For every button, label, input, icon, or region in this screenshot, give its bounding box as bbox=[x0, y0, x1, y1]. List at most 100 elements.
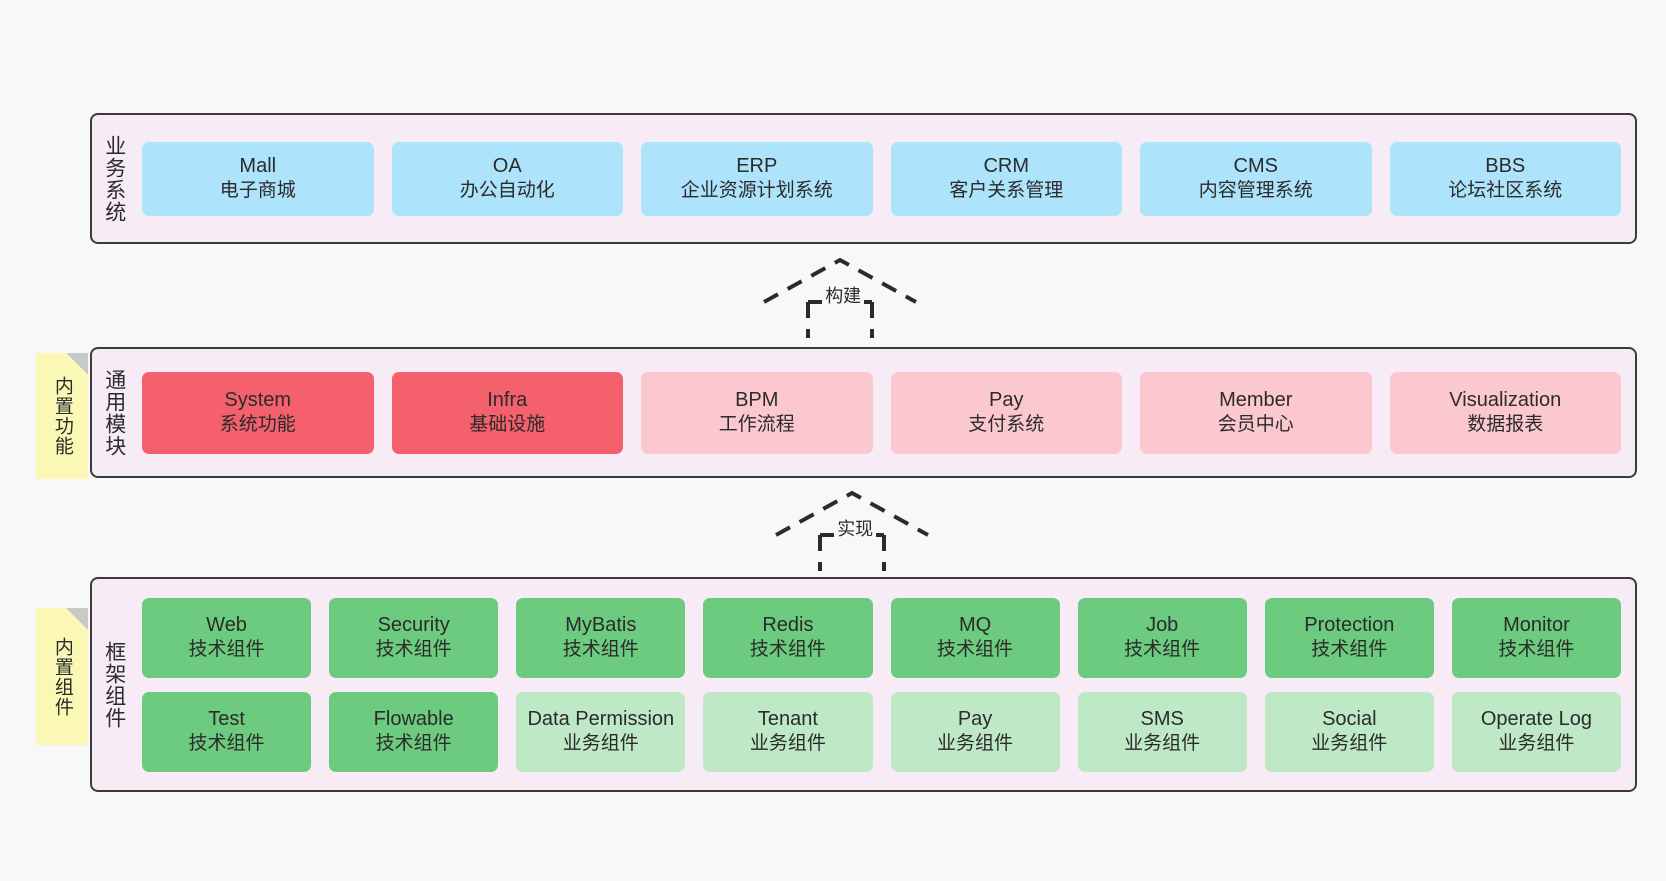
node-infra[interactable]: Infra 基础设施 bbox=[391, 371, 623, 454]
node-subtitle: 技术组件 bbox=[188, 733, 265, 755]
node-monitor[interactable]: Monitor 技术组件 bbox=[1451, 597, 1621, 678]
node-protection[interactable]: Protection 技术组件 bbox=[1264, 597, 1434, 678]
layer-body-business: Mall 电子商城 OA 办公自动化 ERP 企业资源计划系统 CRM 客户关系… bbox=[136, 115, 1635, 242]
node-subtitle: 技术组件 bbox=[562, 639, 639, 661]
layer-title-business: 业务系统 bbox=[102, 134, 126, 223]
node-title: Tenant bbox=[757, 707, 818, 730]
node-subtitle: 系统功能 bbox=[219, 414, 296, 436]
node-subtitle: 工作流程 bbox=[718, 414, 795, 436]
note-builtin-components: 内置组件 bbox=[36, 608, 88, 745]
node-tenant[interactable]: Tenant 业务组件 bbox=[703, 691, 873, 772]
node-title: ERP bbox=[736, 154, 778, 177]
node-title: Test bbox=[208, 707, 245, 730]
node-title: CRM bbox=[983, 154, 1030, 177]
node-subtitle: 支付系统 bbox=[968, 414, 1045, 436]
layer-title-common: 通用模块 bbox=[102, 368, 126, 457]
node-erp[interactable]: ERP 企业资源计划系统 bbox=[641, 141, 873, 216]
layer-business-systems: 业务系统 Mall 电子商城 OA 办公自动化 ERP 企业资源计划系统 CRM… bbox=[90, 113, 1637, 244]
node-subtitle: 企业资源计划系统 bbox=[680, 180, 833, 202]
node-title: Monitor bbox=[1503, 613, 1570, 636]
node-web[interactable]: Web 技术组件 bbox=[142, 597, 312, 678]
connector-implement: 实现 bbox=[772, 489, 932, 573]
node-title: BBS bbox=[1485, 154, 1526, 177]
node-title: Social bbox=[1322, 707, 1377, 730]
node-operate-log[interactable]: Operate Log 业务组件 bbox=[1451, 691, 1621, 772]
node-subtitle: 技术组件 bbox=[1124, 639, 1201, 661]
node-subtitle: 技术组件 bbox=[1498, 639, 1575, 661]
node-subtitle: 技术组件 bbox=[1311, 639, 1388, 661]
node-crm[interactable]: CRM 客户关系管理 bbox=[890, 141, 1122, 216]
node-pay-business[interactable]: Pay 业务组件 bbox=[890, 691, 1060, 772]
node-title: System bbox=[224, 388, 292, 411]
node-title: CMS bbox=[1233, 154, 1278, 177]
node-mall[interactable]: Mall 电子商城 bbox=[142, 141, 374, 216]
node-title: SMS bbox=[1140, 707, 1184, 730]
node-title: MyBatis bbox=[565, 613, 637, 636]
node-data-permission[interactable]: Data Permission 业务组件 bbox=[516, 691, 686, 772]
connector-label: 实现 bbox=[834, 515, 877, 541]
node-job[interactable]: Job 技术组件 bbox=[1077, 597, 1247, 678]
node-title: Data Permission bbox=[527, 707, 675, 730]
node-subtitle: 业务组件 bbox=[1498, 733, 1575, 755]
node-title: Infra bbox=[487, 388, 528, 411]
node-subtitle: 内容管理系统 bbox=[1198, 180, 1313, 202]
node-oa[interactable]: OA 办公自动化 bbox=[391, 141, 623, 216]
connector-label: 构建 bbox=[822, 282, 865, 308]
node-sms[interactable]: SMS 业务组件 bbox=[1077, 691, 1247, 772]
node-subtitle: 论坛社区系统 bbox=[1448, 180, 1563, 202]
node-subtitle: 基础设施 bbox=[469, 414, 546, 436]
node-title: Visualization bbox=[1449, 388, 1562, 411]
node-subtitle: 技术组件 bbox=[375, 639, 452, 661]
layer-body-framework: Web 技术组件 Security 技术组件 MyBatis 技术组件 Redi… bbox=[136, 579, 1635, 790]
note-label: 内置组件 bbox=[51, 636, 73, 717]
node-mq[interactable]: MQ 技术组件 bbox=[890, 597, 1060, 678]
node-subtitle: 技术组件 bbox=[375, 733, 452, 755]
node-member[interactable]: Member 会员中心 bbox=[1140, 371, 1372, 454]
node-visualization[interactable]: Visualization 数据报表 bbox=[1389, 371, 1621, 454]
layer-row: Mall 电子商城 OA 办公自动化 ERP 企业资源计划系统 CRM 客户关系… bbox=[142, 141, 1621, 216]
node-bbs[interactable]: BBS 论坛社区系统 bbox=[1389, 141, 1621, 216]
node-subtitle: 技术组件 bbox=[749, 639, 826, 661]
layer-row: Test 技术组件 Flowable 技术组件 Data Permission … bbox=[142, 691, 1621, 772]
node-test[interactable]: Test 技术组件 bbox=[142, 691, 312, 772]
node-mybatis[interactable]: MyBatis 技术组件 bbox=[516, 597, 686, 678]
node-bpm[interactable]: BPM 工作流程 bbox=[641, 371, 873, 454]
node-cms[interactable]: CMS 内容管理系统 bbox=[1140, 141, 1372, 216]
node-subtitle: 业务组件 bbox=[1124, 733, 1201, 755]
node-subtitle: 技术组件 bbox=[937, 639, 1014, 661]
node-subtitle: 业务组件 bbox=[749, 733, 826, 755]
node-title: Flowable bbox=[373, 707, 454, 730]
node-subtitle: 办公自动化 bbox=[459, 180, 555, 202]
node-subtitle: 电子商城 bbox=[219, 180, 296, 202]
node-subtitle: 业务组件 bbox=[937, 733, 1014, 755]
node-title: Protection bbox=[1304, 613, 1395, 636]
layer-framework-components: 框架组件 Web 技术组件 Security 技术组件 MyBatis 技术组件… bbox=[90, 577, 1637, 792]
layer-common-modules: 通用模块 System 系统功能 Infra 基础设施 BPM 工作流程 Pay… bbox=[90, 347, 1637, 478]
node-title: Mall bbox=[239, 154, 277, 177]
node-title: Redis bbox=[762, 613, 814, 636]
node-title: Member bbox=[1219, 388, 1293, 411]
node-title: Job bbox=[1146, 613, 1179, 636]
node-title: Security bbox=[377, 613, 450, 636]
node-flowable[interactable]: Flowable 技术组件 bbox=[329, 691, 499, 772]
node-redis[interactable]: Redis 技术组件 bbox=[703, 597, 873, 678]
node-security[interactable]: Security 技术组件 bbox=[329, 597, 499, 678]
connector-build: 构建 bbox=[760, 256, 920, 340]
node-pay[interactable]: Pay 支付系统 bbox=[890, 371, 1122, 454]
node-subtitle: 会员中心 bbox=[1217, 414, 1294, 436]
node-subtitle: 数据报表 bbox=[1467, 414, 1544, 436]
layer-title-framework: 框架组件 bbox=[102, 640, 126, 729]
layer-body-common: System 系统功能 Infra 基础设施 BPM 工作流程 Pay 支付系统… bbox=[136, 349, 1635, 476]
node-title: Web bbox=[206, 613, 247, 636]
node-system[interactable]: System 系统功能 bbox=[142, 371, 374, 454]
node-title: Operate Log bbox=[1480, 707, 1593, 730]
note-label: 内置功能 bbox=[51, 376, 73, 456]
node-title: OA bbox=[492, 154, 522, 177]
note-builtin-features: 内置功能 bbox=[36, 353, 88, 479]
node-title: Pay bbox=[957, 707, 993, 730]
node-title: BPM bbox=[735, 388, 779, 411]
node-subtitle: 技术组件 bbox=[188, 639, 265, 661]
node-social[interactable]: Social 业务组件 bbox=[1264, 691, 1434, 772]
node-subtitle: 业务组件 bbox=[1311, 733, 1388, 755]
